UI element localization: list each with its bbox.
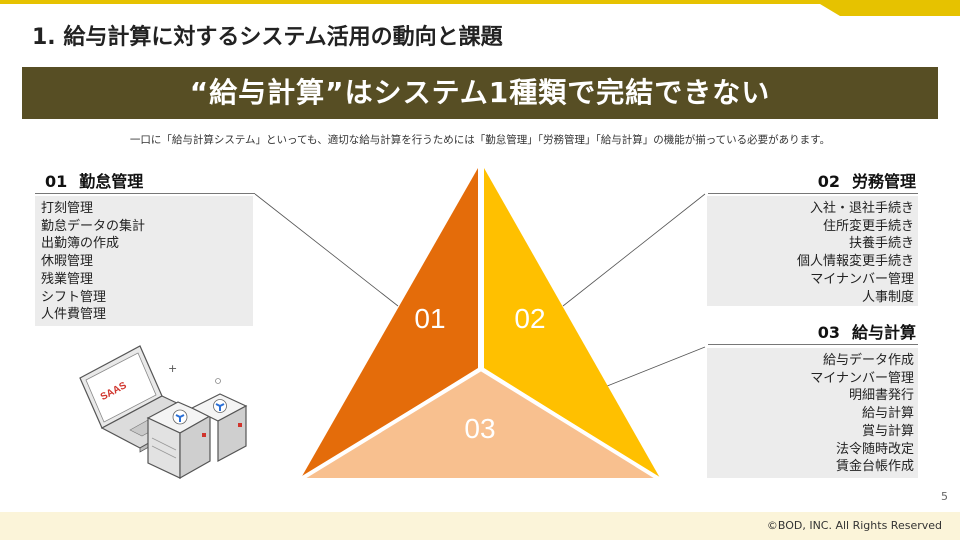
- list-item: 扶養手続き: [848, 236, 914, 252]
- list-item: 残業管理: [41, 271, 94, 287]
- section-heading-01: 01 勤怠管理: [35, 170, 255, 194]
- list-item: 給与データ作成: [822, 353, 914, 368]
- leader-line-01: [254, 193, 399, 307]
- section-number-01: 01: [45, 172, 68, 191]
- page-number: 5: [941, 490, 948, 503]
- pyramid-segment-01: [301, 168, 478, 478]
- segment-label-03: 03: [464, 413, 495, 444]
- list-item: 勤怠データの集計: [41, 218, 146, 234]
- section-title-02: 労務管理: [851, 172, 916, 191]
- section-title-01: 勤怠管理: [79, 172, 144, 191]
- list-item: マイナンバー管理: [810, 271, 914, 287]
- list-item: 明細書発行: [848, 388, 914, 404]
- list-item: 人件費管理: [41, 307, 107, 323]
- leader-line-02: [562, 193, 706, 307]
- page-title: 1. 給与計算に対するシステム活用の動向と課題: [32, 25, 503, 50]
- section-title-03: 給与計算: [851, 323, 916, 342]
- subtitle-text: 一口に「給与計算システム」といっても、適切な給与計算を行うためには「勤怠管理」「…: [129, 134, 831, 146]
- svg-text:+: +: [168, 362, 177, 375]
- segment-label-02: 02: [514, 303, 545, 334]
- pyramid-segment-02: [484, 168, 660, 478]
- list-item: 個人情報変更手続き: [796, 254, 914, 270]
- list-item: 打刻管理: [41, 201, 94, 216]
- top-accent-bar: [0, 0, 960, 16]
- list-item: 入社・退社手続き: [809, 201, 914, 216]
- section-list-01: 打刻管理 勤怠データの集計 出勤簿の作成 休暇管理 残業管理 シフト管理 人件費…: [35, 196, 253, 326]
- section-list-03: 給与データ作成 マイナンバー管理 明細書発行 給与計算 賞与計算 法令随時改定 …: [707, 348, 918, 478]
- section-number-03: 03: [817, 323, 840, 342]
- list-item: シフト管理: [41, 289, 107, 305]
- copyright-text: ©BOD, INC. All Rights Reserved: [766, 519, 942, 532]
- list-item: 賞与計算: [861, 423, 914, 439]
- list-item: 休暇管理: [41, 254, 94, 270]
- headline-banner: “給与計算”はシステム1種類で完結できない: [22, 67, 938, 119]
- pyramid-segment-03: [304, 371, 658, 478]
- list-item: 給与計算: [861, 406, 914, 422]
- section-number-02: 02: [817, 172, 840, 191]
- leader-line-03: [551, 346, 706, 409]
- section-list-02: 入社・退社手続き 住所変更手続き 扶養手続き 個人情報変更手続き マイナンバー管…: [707, 196, 918, 306]
- list-item: 出勤簿の作成: [41, 236, 120, 252]
- section-heading-02: 02 労務管理: [708, 170, 918, 194]
- section-heading-03: 03 給与計算: [708, 321, 918, 345]
- segment-label-01: 01: [414, 303, 445, 334]
- laptop-server-icon: SAAS +: [79, 345, 248, 480]
- list-item: マイナンバー管理: [810, 370, 914, 386]
- list-item: 住所変更手続き: [822, 218, 914, 234]
- footer-bar: ©BOD, INC. All Rights Reserved: [0, 512, 960, 540]
- list-item: 法令随時改定: [835, 441, 914, 457]
- list-item: 人事制度: [861, 289, 914, 305]
- list-item: 賃金台帳作成: [835, 459, 914, 475]
